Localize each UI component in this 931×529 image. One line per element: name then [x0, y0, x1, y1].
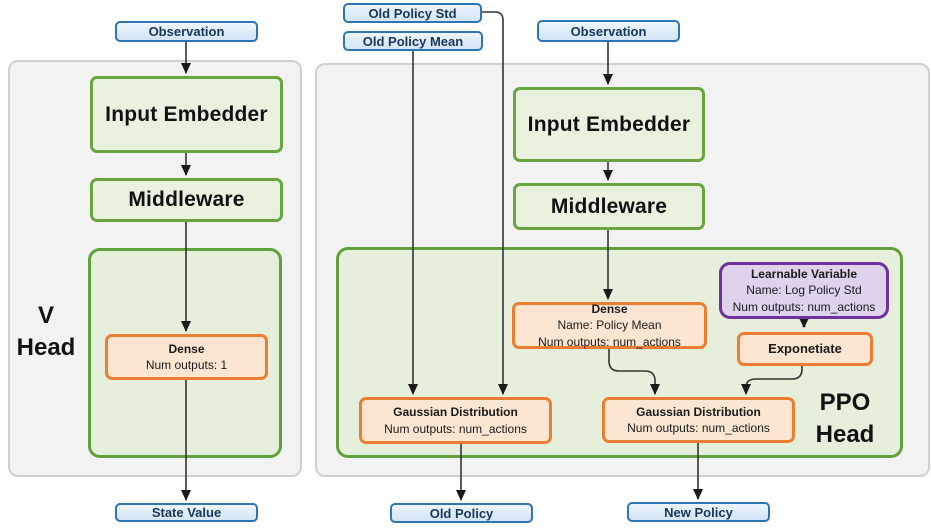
v-dense-node: Dense Num outputs: 1 [105, 334, 268, 380]
v-input-embedder-node: Input Embedder [90, 76, 283, 153]
old-policy-output-text: Old Policy [429, 505, 494, 521]
ppo-dense-node: Dense Name: Policy Mean Num outputs: num… [512, 302, 707, 349]
v-dense-title: Dense [168, 341, 205, 356]
ppo-input-embedder-node: Input Embedder [513, 87, 705, 162]
ppo-head-title: PPO Head [815, 389, 875, 449]
gaussian-new-num-outputs: Num outputs: num_actions [627, 421, 770, 435]
v-input-embedder-text: Input Embedder [105, 102, 268, 126]
learnable-variable-node: Learnable Variable Name: Log Policy Std … [719, 262, 889, 319]
v-middleware-node: Middleware [90, 178, 283, 222]
ppo-dense-title: Dense [591, 302, 628, 317]
v-head-title: V Head [16, 302, 76, 362]
learnable-variable-name: Name: Log Policy Std [746, 283, 862, 298]
v-observation-text: Observation [148, 24, 225, 39]
ppo-input-embedder-text: Input Embedder [527, 112, 691, 136]
old-policy-std-label: Old Policy Std [343, 3, 482, 23]
old-policy-mean-text: Old Policy Mean [362, 33, 464, 49]
gaussian-new-title: Gaussian Distribution [636, 404, 761, 419]
new-policy-output-text: New Policy [664, 504, 733, 520]
learnable-variable-title: Learnable Variable [750, 267, 858, 282]
exponetiate-text: Exponetiate [768, 341, 842, 357]
ppo-observation-text: Observation [570, 23, 647, 39]
old-policy-mean-label: Old Policy Mean [343, 31, 483, 51]
state-value-text: State Value [151, 505, 222, 520]
v-middleware-text: Middleware [128, 188, 245, 211]
ppo-dense-name: Name: Policy Mean [557, 318, 662, 333]
learnable-variable-num-outputs: Num outputs: num_actions [732, 299, 876, 314]
v-dense-num-outputs: Num outputs: 1 [145, 358, 228, 372]
ppo-observation-label: Observation [537, 20, 680, 42]
old-policy-std-text: Old Policy Std [368, 5, 457, 21]
ppo-middleware-node: Middleware [513, 183, 705, 230]
v-observation-label: Observation [115, 21, 258, 42]
gaussian-distribution-old-node: Gaussian Distribution Num outputs: num_a… [359, 397, 552, 444]
gaussian-old-title: Gaussian Distribution [393, 405, 518, 420]
ppo-dense-num-outputs: Num outputs: num_actions [538, 334, 681, 349]
gaussian-distribution-new-node: Gaussian Distribution Num outputs: num_a… [602, 397, 795, 443]
old-policy-output-label: Old Policy [390, 503, 533, 523]
gaussian-old-num-outputs: Num outputs: num_actions [384, 421, 527, 436]
state-value-label: State Value [115, 503, 258, 522]
ppo-middleware-text: Middleware [550, 194, 668, 218]
exponetiate-node: Exponetiate [737, 332, 873, 366]
new-policy-output-label: New Policy [627, 502, 770, 522]
